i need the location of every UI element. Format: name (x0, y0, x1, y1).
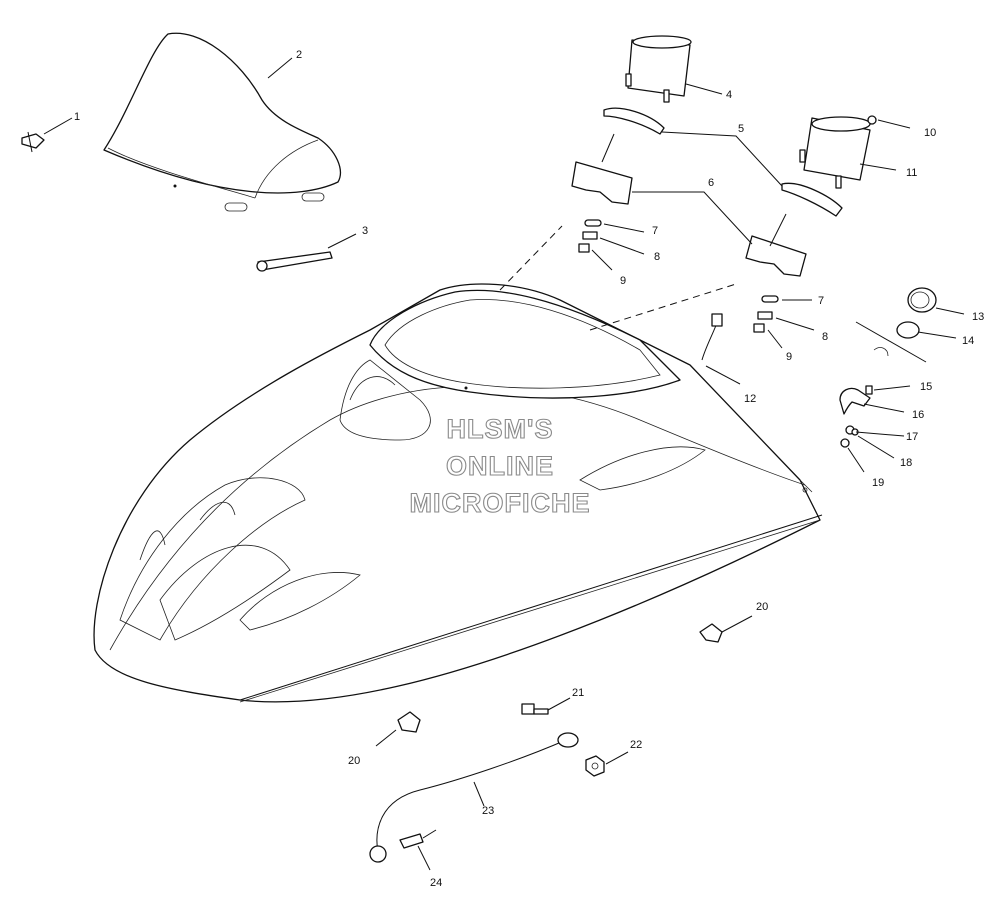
callout-label: 11 (906, 167, 917, 179)
callout-label: 21 (572, 687, 584, 699)
callout-label: 7 (652, 225, 658, 237)
callout-label: 20 (348, 755, 360, 767)
watermark-line-3: MICROFICHE (410, 488, 591, 518)
nut-part-10 (867, 115, 877, 125)
rivet-part-24 (399, 829, 437, 849)
callout-label: 17 (906, 431, 918, 443)
gauge-part-4 (625, 35, 692, 103)
hood-body (93, 283, 823, 703)
callout-label: 2 (296, 49, 302, 61)
callout-label: 19 (872, 477, 884, 489)
callout-label: 1 (74, 111, 80, 123)
windshield (103, 32, 342, 212)
leader-lines (43, 57, 965, 871)
tether-cable-part-23 (369, 732, 579, 863)
callout-label: 9 (786, 351, 792, 363)
bezel-part-5 (603, 107, 843, 217)
callout-label: 22 (630, 739, 642, 751)
callout-label: 4 (726, 89, 732, 101)
indicator-part-13 (896, 287, 937, 339)
callout-label: 5 (738, 123, 744, 135)
gauge-part-11 (799, 116, 871, 189)
callout-label: 8 (822, 331, 828, 343)
callout-label: 7 (818, 295, 824, 307)
watermark: HLSM'S ONLINE MICROFICHE (409, 413, 591, 518)
callout-label: 23 (482, 805, 494, 817)
callout-label: 6 (708, 177, 714, 189)
ring-part-14 (896, 321, 920, 339)
tether-clip-part-3 (256, 251, 333, 272)
watermark-line-1: HLSM'S (447, 414, 554, 444)
hardware-parts-7-8-9 (578, 219, 779, 333)
callout-label: 13 (972, 311, 984, 323)
nut-part-22 (585, 755, 605, 777)
wiring-lead-part-12 (701, 313, 723, 361)
callout-label: 24 (430, 877, 442, 889)
callout-label: 12 (744, 393, 756, 405)
callout-label: 14 (962, 335, 974, 347)
callout-labels: 1 2 3 4 5 6 7 8 9 10 11 7 8 9 12 13 14 1… (74, 49, 984, 889)
callout-label: 9 (620, 275, 626, 287)
watermark-line-2: ONLINE (446, 451, 554, 481)
callout-label: 10 (924, 127, 936, 139)
callout-label: 8 (654, 251, 660, 263)
callout-label: 3 (362, 225, 368, 237)
callout-label: 16 (912, 409, 924, 421)
bolt-part-21 (521, 703, 549, 715)
screw-part-1 (21, 131, 45, 153)
bracket-part-6 (571, 161, 807, 277)
callout-label: 20 (756, 601, 768, 613)
callout-label: 15 (920, 381, 932, 393)
clamp-parts-15-19 (839, 347, 889, 448)
plug-part-20-left (397, 711, 421, 733)
callout-label: 18 (900, 457, 912, 469)
plug-part-20-right (699, 623, 723, 643)
